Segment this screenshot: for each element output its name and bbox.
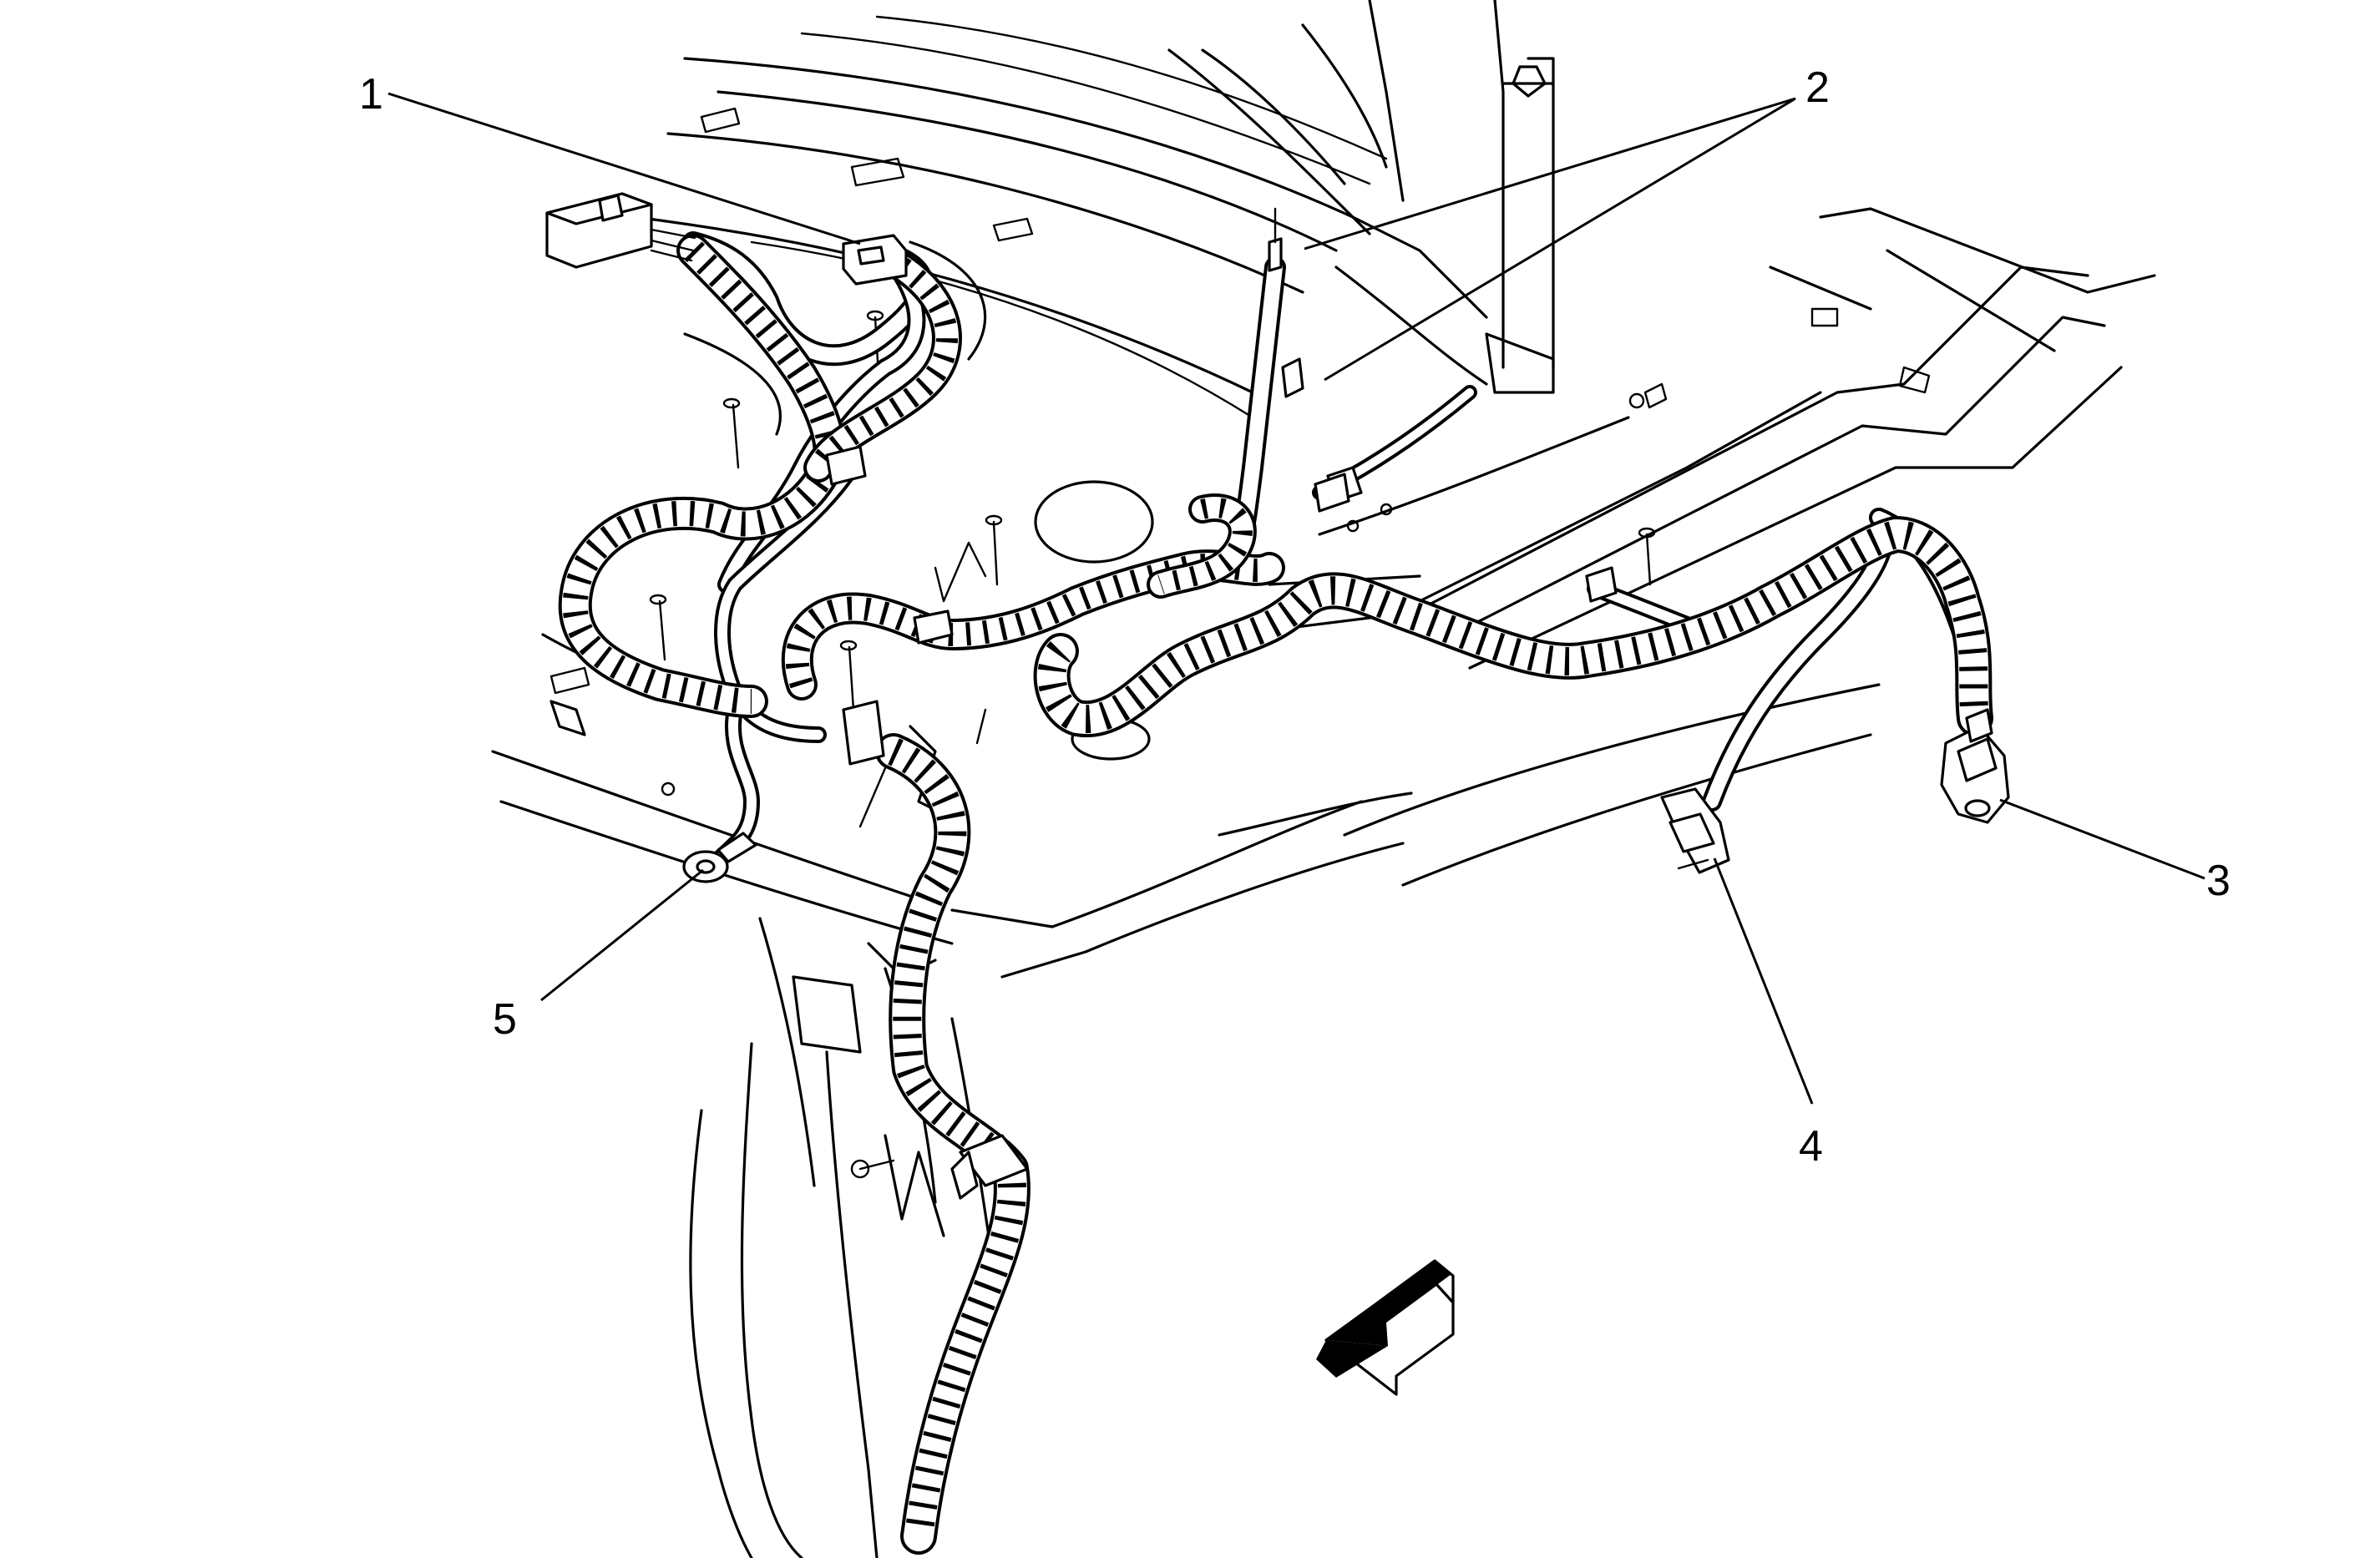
harness-loom-ribs bbox=[562, 241, 843, 714]
harness-loom-core bbox=[1036, 519, 1990, 735]
callout-4: 4 bbox=[1799, 1122, 1823, 1171]
harness-wire-core bbox=[717, 463, 857, 740]
harness-connector-icon bbox=[545, 192, 908, 286]
callout-1: 1 bbox=[359, 70, 383, 119]
harness-retainer-icon bbox=[1268, 207, 1363, 503]
body-structure bbox=[491, 0, 2156, 1558]
harness-loom-ribs bbox=[887, 738, 1026, 1539]
callout-3: 3 bbox=[2206, 857, 2231, 905]
harness-connector-icon bbox=[1660, 787, 1730, 874]
callout-5: 5 bbox=[493, 995, 517, 1044]
sensor-connector-icon bbox=[1940, 708, 2010, 824]
pillar-clip-icon bbox=[950, 1134, 1029, 1200]
harness-loom-ribs bbox=[1157, 498, 1253, 594]
ground-terminal-icon bbox=[682, 832, 757, 883]
callout-leaders bbox=[387, 92, 2205, 1105]
callout-labels: 1 2 3 4 5 bbox=[359, 63, 2231, 1171]
callout-2: 2 bbox=[1805, 63, 1830, 112]
vehicle-front-arrow-icon bbox=[1316, 1259, 1455, 1396]
harness-looms bbox=[558, 234, 1993, 1555]
inline-connector-icon bbox=[825, 445, 1618, 766]
harness-loom-core bbox=[807, 255, 959, 479]
